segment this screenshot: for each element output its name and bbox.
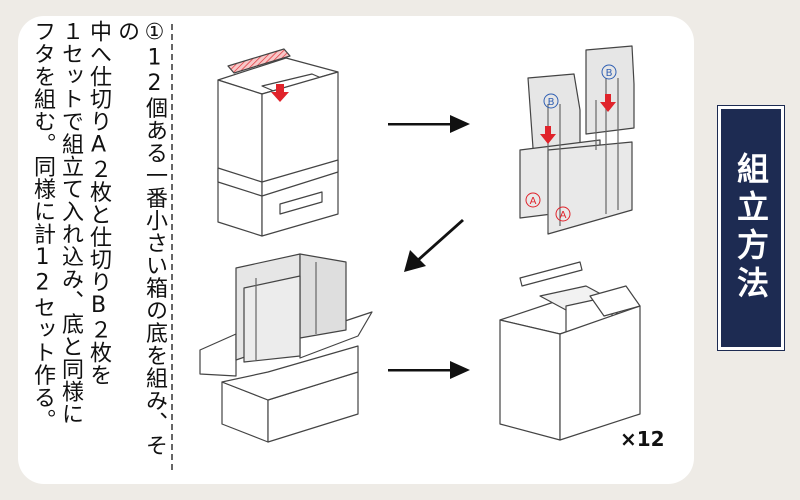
partition-assembly — [519, 45, 635, 235]
page-title: 組立方法 — [732, 152, 770, 304]
closed-box — [499, 261, 641, 441]
label-b: B — [606, 68, 613, 79]
arrow-right-icon — [388, 115, 470, 133]
dashed-divider — [171, 24, 173, 470]
instruction-line: フタを組む。同様に計12セット作る。 — [30, 20, 55, 431]
instruction-line: ①12個ある一番小さい箱の底を組み、その — [114, 20, 167, 457]
arrow-right-icon — [388, 361, 470, 379]
instruction-text: ①12個ある一番小さい箱の底を組み、その 中へ仕切りA２枚と仕切りB２枚を １セ… — [26, 20, 168, 460]
box-with-partitions — [199, 253, 373, 443]
instruction-line: １セットで組立て入れ込み、底と同様に — [58, 20, 83, 425]
arrow-down-icon — [540, 126, 556, 144]
label-a: A — [530, 196, 537, 207]
label-a: A — [560, 210, 567, 221]
arrow-down-left-icon — [404, 219, 464, 272]
partition-labels: B B A A — [525, 64, 617, 222]
arrow-down-icon — [271, 84, 289, 102]
title-box: 組立方法 — [718, 106, 784, 350]
box-bottom-assembly — [217, 48, 339, 237]
label-b: B — [548, 97, 555, 108]
quantity-label: ×12 — [620, 427, 665, 451]
arrow-down-icon — [600, 94, 616, 112]
instruction-line: 中へ仕切りA２枚と仕切りB２枚を — [86, 20, 111, 386]
